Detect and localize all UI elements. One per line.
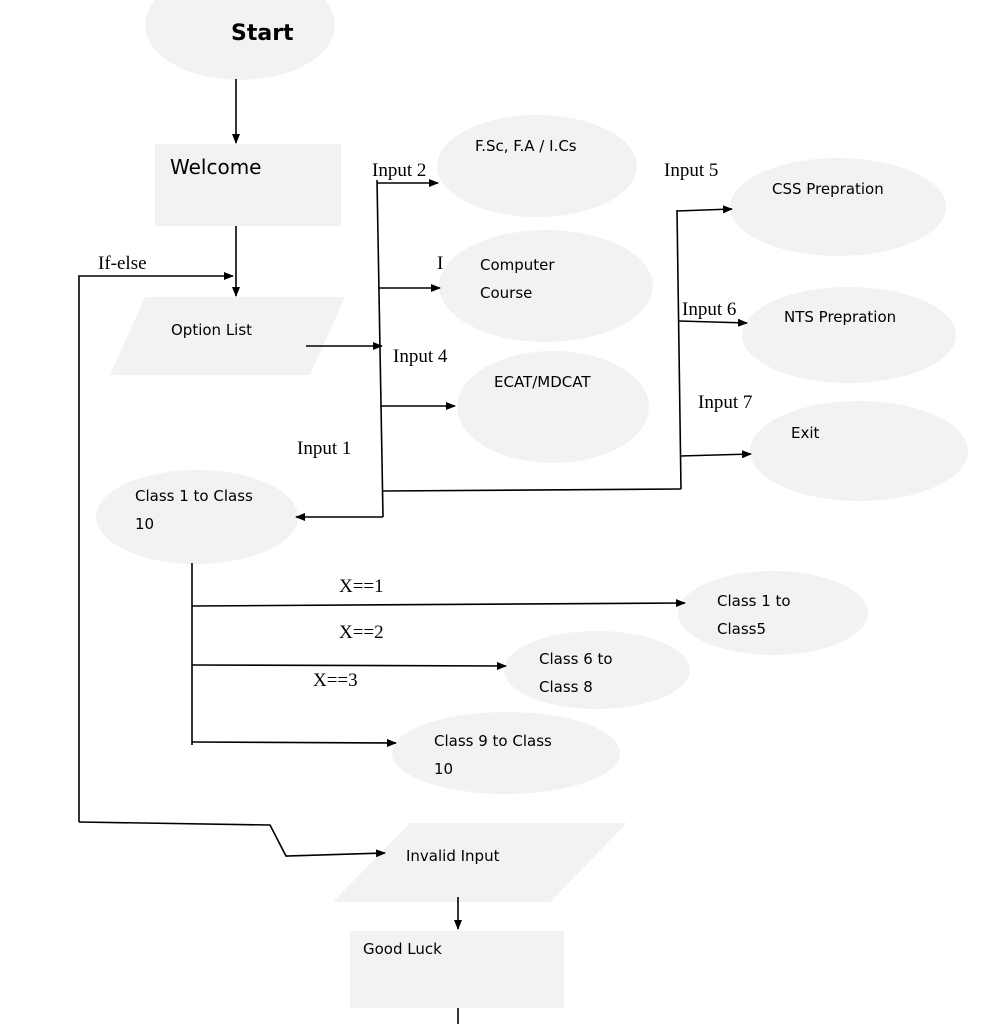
class1to10-node — [96, 470, 298, 564]
arrow-input7 — [679, 450, 752, 459]
ecat-label: ECAT/MDCAT — [494, 373, 591, 391]
arrow-x1 — [191, 599, 686, 608]
input6-label: Input 6 — [682, 299, 737, 320]
input1-label: Input 1 — [297, 438, 352, 459]
class9to10-line-1: Class 9 to Class — [434, 732, 552, 750]
computer-course-line-2: Course — [480, 284, 533, 302]
class1to10-line-2: 10 — [135, 515, 155, 533]
branch-vertical-right — [676, 209, 682, 490]
computer-course-node — [439, 230, 653, 342]
branch-connector — [382, 488, 682, 492]
input2-label: Input 2 — [372, 160, 427, 181]
input5-label: Input 5 — [664, 160, 719, 181]
arrow-input5 — [676, 205, 733, 214]
class9to10-label: Class 9 to Class 10 — [434, 727, 552, 783]
input3-partial-label: I — [437, 253, 444, 274]
start-node — [145, 0, 335, 80]
ifelse-label: If-else — [98, 253, 147, 274]
nts-node — [742, 287, 956, 383]
x1-label: X==1 — [339, 576, 384, 597]
branch-vertical-main — [376, 179, 384, 518]
class1to5-label: Class 1 to Class5 — [717, 587, 791, 643]
ecat-node — [457, 351, 649, 463]
x3-label: X==3 — [313, 670, 358, 691]
class1to5-node — [678, 571, 868, 655]
good-luck-node — [350, 931, 564, 1008]
arrow-to-invalid — [78, 821, 386, 858]
computer-course-line-1: Computer — [480, 256, 555, 274]
class9to10-line-2: 10 — [434, 760, 454, 778]
welcome-node — [155, 144, 341, 226]
arrow-input6 — [678, 318, 748, 327]
option-list-label: Option List — [171, 321, 253, 339]
fsc-node — [437, 115, 637, 217]
ifelse-loop-line — [78, 272, 234, 822]
start-label: Start — [231, 21, 294, 46]
css-node — [730, 158, 946, 256]
welcome-label: Welcome — [170, 155, 262, 179]
input7-label: Input 7 — [698, 392, 753, 413]
class6to8-label: Class 6 to Class 8 — [539, 645, 613, 701]
x2-label: X==2 — [339, 622, 384, 643]
good-luck-label: Good Luck — [363, 940, 442, 958]
class9to10-node — [392, 712, 620, 794]
computer-course-label: Computer Course — [480, 251, 555, 307]
exit-label: Exit — [791, 424, 820, 442]
nts-label: NTS Prepration — [784, 308, 897, 326]
fsc-label: F.Sc, F.A / I.Cs — [475, 137, 577, 155]
arrow-x2 — [191, 661, 507, 670]
input4-label: Input 4 — [393, 346, 448, 367]
invalid-input-node — [333, 823, 627, 902]
css-label: CSS Prepration — [772, 180, 884, 198]
invalid-input-label: Invalid Input — [406, 847, 500, 865]
class1to5-line-1: Class 1 to — [717, 592, 791, 610]
class1to10-line-1: Class 1 to Class — [135, 487, 253, 505]
exit-node — [750, 401, 968, 501]
option-list-node — [110, 297, 345, 375]
class1to5-line-2: Class5 — [717, 620, 767, 638]
class1to10-label: Class 1 to Class 10 — [135, 482, 253, 538]
arrow-x3 — [191, 738, 397, 747]
class6to8-line-2: Class 8 — [539, 678, 593, 696]
class6to8-line-1: Class 6 to — [539, 650, 613, 668]
class6to8-node — [504, 631, 690, 709]
